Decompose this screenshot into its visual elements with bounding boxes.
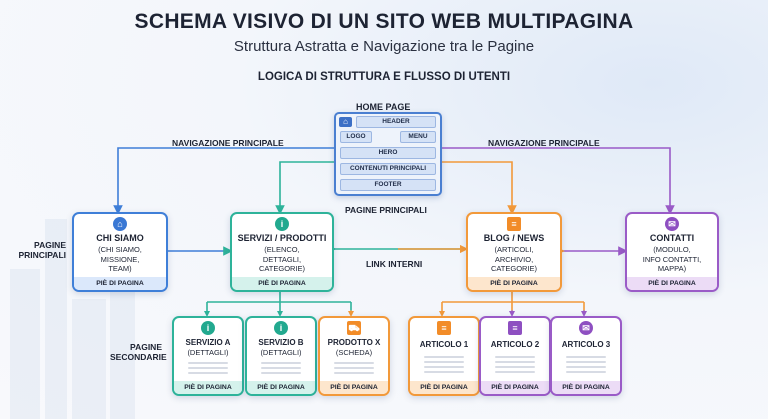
card-title: PRODOTTO X [327,338,381,347]
card-desc: (ARTICOLI,ARCHIVIO,CATEGORIE) [490,245,538,273]
nav-label-right: NAVIGAZIONE PRINCIPALE [488,138,600,148]
home-hero: HERO [340,147,436,159]
card-articolo-1[interactable]: ≡ ARTICOLO 1 PIÈ DI PAGINA [408,316,480,396]
card-footer: PIÈ DI PAGINA [410,381,478,394]
card-footer: PIÈ DI PAGINA [552,381,620,394]
home-footer: FOOTER [340,179,436,191]
card-servizio-a[interactable]: i SERVIZIO A (DETTAGLI) PIÈ DI PAGINA [172,316,244,396]
placeholder-lines [495,356,535,376]
placeholder-lines [188,362,228,377]
home-menu: MENU [400,131,436,143]
info-icon: i [201,321,215,335]
page-title: SCHEMA VISIVO DI UN SITO WEB MULTIPAGINA [134,10,634,33]
card-title: ARTICOLO 2 [490,340,540,349]
card-desc: (DETTAGLI) [187,348,229,357]
internal-links-label: LINK INTERNI [366,259,423,269]
pagine-principali-label: PAGINE PRINCIPALI [345,205,427,215]
document-icon: ≡ [437,321,451,335]
card-footer: PIÈ DI PAGINA [320,381,388,394]
card-blog-news[interactable]: ≡ BLOG / NEWS (ARTICOLI,ARCHIVIO,CATEGOR… [466,212,562,292]
card-desc: (ELENCO,DETTAGLI,CATEGORIE) [258,245,306,273]
card-contatti[interactable]: ✉ CONTATTI (MODULO,INFO CONTATTI,MAPPA) … [625,212,719,292]
card-footer: PIÈ DI PAGINA [627,277,717,290]
placeholder-lines [424,356,464,376]
placeholder-lines [261,362,301,377]
section-title: LOGICA DI STRUTTURA E FLUSSO DI UTENTI [257,71,511,83]
card-footer: PIÈ DI PAGINA [468,277,560,290]
card-title: CHI SIAMO [96,233,144,243]
card-servizio-b[interactable]: i SERVIZIO B (DETTAGLI) PIÈ DI PAGINA [245,316,317,396]
home-header: HEADER [356,116,436,128]
mail-icon: ✉ [579,321,593,335]
mail-icon: ✉ [665,217,679,231]
home-logo: LOGO [340,131,372,143]
card-desc: (MODULO,INFO CONTATTI,MAPPA) [642,245,702,273]
card-footer: PIÈ DI PAGINA [232,277,332,290]
card-title: SERVIZIO A [185,338,231,347]
info-icon: i [275,217,289,231]
home-content: CONTENUTI PRINCIPALI [340,163,436,175]
home-page-title: HOME PAGE [356,102,411,112]
card-servizi-prodotti[interactable]: i SERVIZI / PRODOTTI (ELENCO,DETTAGLI,CA… [230,212,334,292]
card-title: CONTATTI [649,233,695,243]
card-articolo-2[interactable]: ≡ ARTICOLO 2 PIÈ DI PAGINA [479,316,551,396]
card-chi-siamo[interactable]: ⌂ CHI SIAMO (CHI SIAMO,MISSIONE,TEAM) PI… [72,212,168,292]
card-title: ARTICOLO 3 [561,340,611,349]
card-desc: (SCHEDA) [335,348,373,357]
card-desc: (CHI SIAMO,MISSIONE,TEAM) [98,245,142,273]
nav-label-left: NAVIGAZIONE PRINCIPALE [172,138,284,148]
document-icon: ≡ [508,321,522,335]
home-icon: ⌂ [113,217,127,231]
card-footer: PIÈ DI PAGINA [481,381,549,394]
page-subtitle: Struttura Astratta e Navigazione tra le … [233,38,535,55]
card-title: SERVIZI / PRODOTTI [237,233,327,243]
placeholder-lines [334,362,374,377]
card-title: SERVIZIO B [258,338,304,347]
card-prodotto-x[interactable]: ⛟ PRODOTTO X (SCHEDA) PIÈ DI PAGINA [318,316,390,396]
cart-icon: ⛟ [347,321,361,335]
home-icon: ⌂ [339,117,352,127]
document-icon: ≡ [507,217,521,231]
placeholder-lines [566,356,606,376]
card-articolo-3[interactable]: ✉ ARTICOLO 3 PIÈ DI PAGINA [550,316,622,396]
info-icon: i [274,321,288,335]
card-title: ARTICOLO 1 [419,340,469,349]
card-footer: PIÈ DI PAGINA [74,277,166,290]
card-footer: PIÈ DI PAGINA [247,381,315,394]
home-page-box[interactable]: ⌂ HEADER LOGO MENU HERO CONTENUTI PRINCI… [334,112,442,196]
card-desc: (DETTAGLI) [260,348,302,357]
card-footer: PIÈ DI PAGINA [174,381,242,394]
card-title: BLOG / NEWS [483,233,545,243]
